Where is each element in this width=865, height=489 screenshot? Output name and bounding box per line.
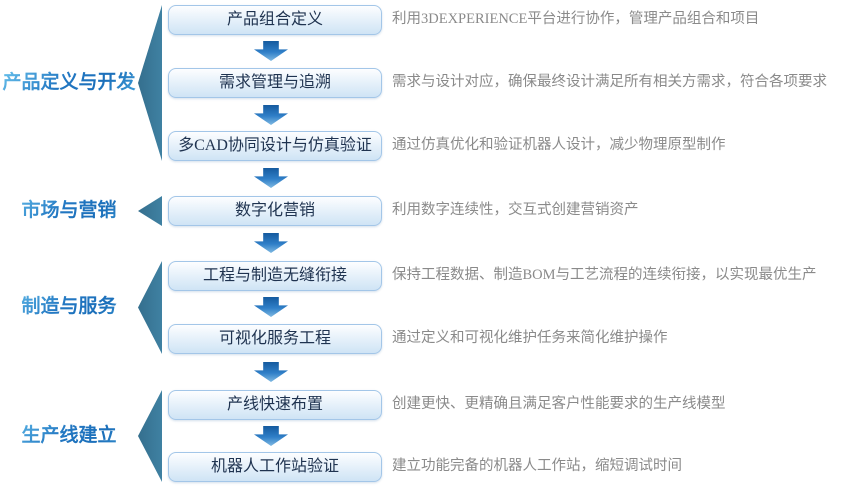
process-box-robot-workstation-validation: 机器人工作站验证: [168, 452, 382, 482]
step-description: 利用数字连续性，交互式创建营销资产: [392, 202, 639, 218]
down-arrow-icon: [254, 362, 288, 382]
process-box-engineering-manufacturing: 工程与制造无缝衔接: [168, 261, 382, 291]
process-box-line-fast-layout: 产线快速布置: [168, 390, 382, 420]
left-arrowhead-icon: [138, 196, 162, 226]
step-description: 创建更快、更精确且满足客户性能要求的生产线模型: [392, 396, 726, 412]
category-label-product-definition: 产品定义与开发: [0, 68, 138, 98]
step-description: 需求与设计对应，确保最终设计满足所有相关方需求，符合各项要求: [392, 74, 827, 90]
process-box-multicad-simulation: 多CAD协同设计与仿真验证: [168, 131, 382, 161]
process-box-requirements-traceability: 需求管理与追溯: [168, 68, 382, 98]
step-description: 通过仿真优化和验证机器人设计，减少物理原型制作: [392, 137, 726, 153]
category-label-marketing: 市场与营销: [0, 196, 138, 226]
down-arrow-icon: [254, 426, 288, 446]
step-description: 利用3DEXPERIENCE平台进行协作，管理产品组合和项目: [392, 11, 760, 27]
down-arrow-icon: [254, 168, 288, 188]
category-label-manufacturing-service: 制造与服务: [0, 292, 138, 322]
step-description: 建立功能完备的机器人工作站，缩短调试时间: [392, 458, 682, 474]
down-arrow-icon: [254, 233, 288, 253]
down-arrow-icon: [254, 105, 288, 125]
left-arrowhead-icon: [138, 261, 162, 354]
down-arrow-icon: [254, 41, 288, 61]
step-description: 保持工程数据、制造BOM与工艺流程的连续衔接，以实现最优生产: [392, 267, 817, 283]
left-arrowhead-icon: [138, 5, 162, 161]
step-description: 通过定义和可视化维护任务来简化维护操作: [392, 330, 668, 346]
category-label-production-line: 生产线建立: [0, 421, 138, 451]
down-arrow-icon: [254, 297, 288, 317]
process-box-visual-service-engineering: 可视化服务工程: [168, 324, 382, 354]
process-box-digital-marketing: 数字化营销: [168, 196, 382, 226]
left-arrowhead-icon: [138, 390, 162, 482]
process-box-portfolio-definition: 产品组合定义: [168, 5, 382, 35]
